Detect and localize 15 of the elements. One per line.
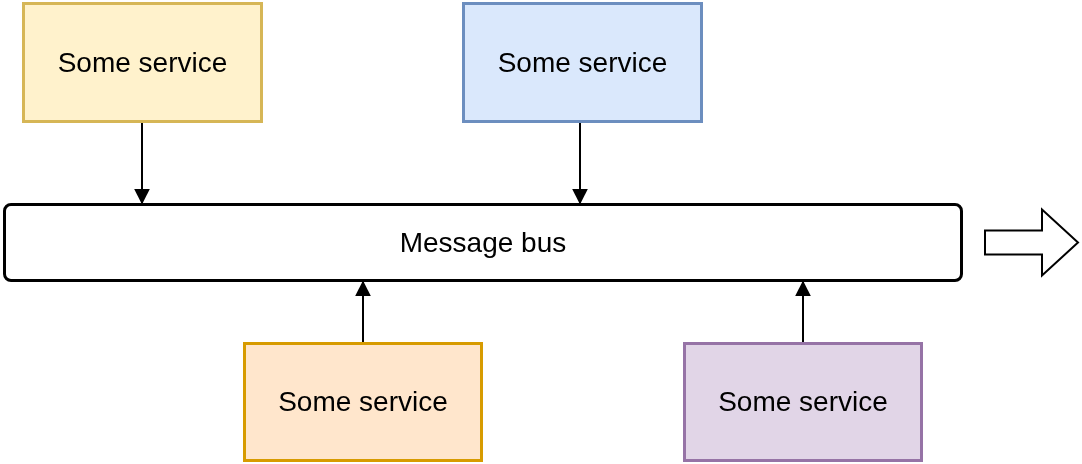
service-box	[22, 2, 263, 123]
block-arrow	[984, 207, 1080, 278]
node-label: Some service	[497, 45, 668, 80]
service-box	[243, 342, 483, 462]
arrow	[795, 280, 811, 343]
node-label: Message bus	[399, 225, 567, 260]
message-bus-bar	[3, 203, 963, 282]
service-box	[683, 342, 923, 462]
arrow	[572, 122, 588, 205]
node-label: Some service	[718, 385, 888, 419]
arrow	[134, 122, 150, 205]
service-box	[462, 2, 703, 123]
node-label: Some service	[278, 385, 448, 419]
node-label: Some service	[57, 45, 228, 80]
arrow	[355, 280, 371, 343]
